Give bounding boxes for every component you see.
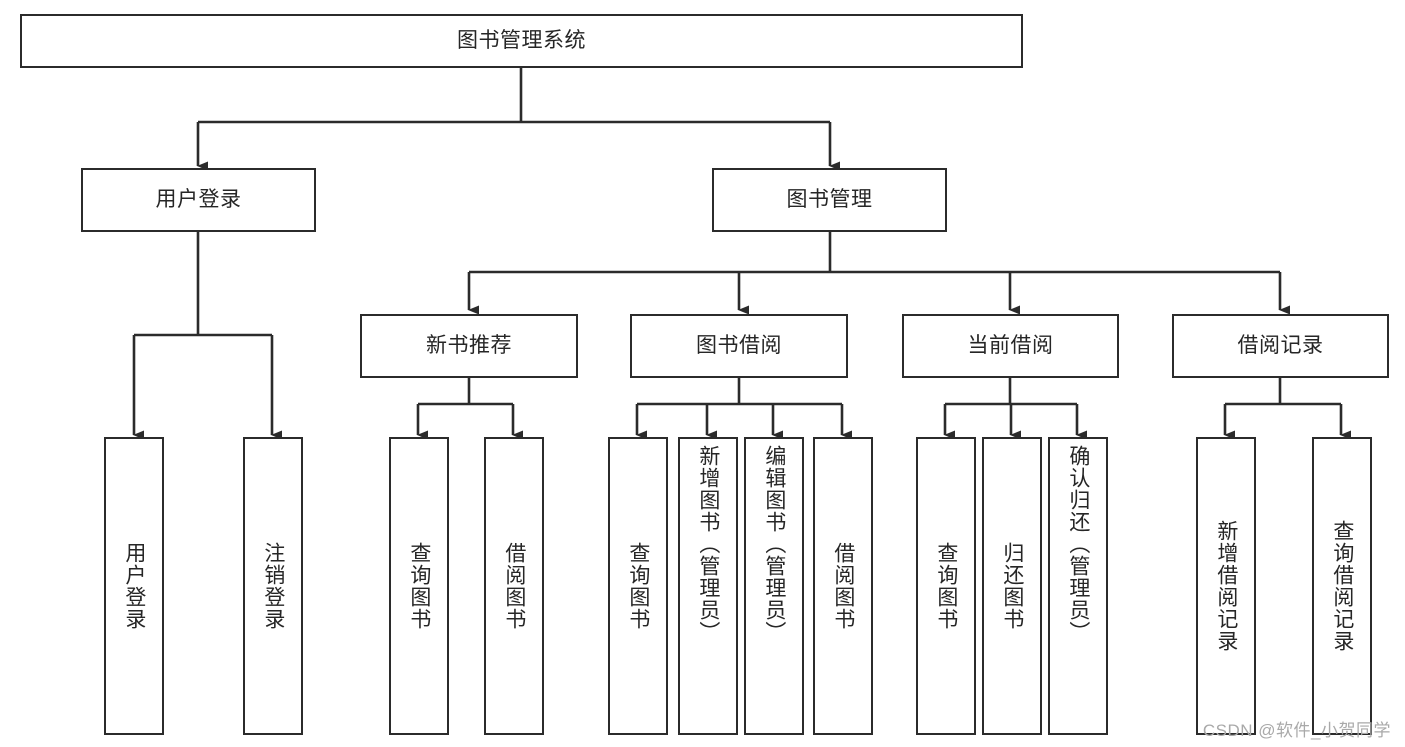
node-label: 新增借阅记录 xyxy=(1214,520,1238,652)
node-label: 图书借阅 xyxy=(696,334,782,358)
node-label: 借阅图书 xyxy=(831,542,855,630)
node-label: 图书管理系统 xyxy=(457,29,586,53)
node-current-borrow[interactable]: 当前借阅 xyxy=(902,314,1119,378)
node-leaf-add-borrow-record[interactable]: 新增借阅记录 xyxy=(1196,437,1256,735)
node-label: 注销登录 xyxy=(261,542,285,630)
node-book-management[interactable]: 图书管理 xyxy=(712,168,947,232)
node-label: 新增图书（管理员） xyxy=(696,445,720,643)
node-book-borrow[interactable]: 图书借阅 xyxy=(630,314,848,378)
node-label: 用户登录 xyxy=(155,188,242,212)
node-label: 当前借阅 xyxy=(967,334,1054,358)
node-label: 确认归还（管理员） xyxy=(1066,445,1090,643)
node-label: 借阅记录 xyxy=(1237,334,1324,358)
node-leaf-return-book[interactable]: 归还图书 xyxy=(982,437,1042,735)
node-label: 图书管理 xyxy=(786,188,873,212)
node-label: 查询借阅记录 xyxy=(1330,520,1354,652)
node-label: 借阅图书 xyxy=(502,542,526,630)
node-leaf-logout-login[interactable]: 注销登录 xyxy=(243,437,303,735)
node-label: 归还图书 xyxy=(1000,542,1024,630)
node-leaf-user-login[interactable]: 用户登录 xyxy=(104,437,164,735)
node-leaf-edit-book[interactable]: 编辑图书（管理员） xyxy=(744,437,804,735)
node-new-book-recommend[interactable]: 新书推荐 xyxy=(360,314,578,378)
node-leaf-query-borrow-record[interactable]: 查询借阅记录 xyxy=(1312,437,1372,735)
node-user-login[interactable]: 用户登录 xyxy=(81,168,316,232)
node-leaf-confirm-return[interactable]: 确认归还（管理员） xyxy=(1048,437,1108,735)
node-borrow-record[interactable]: 借阅记录 xyxy=(1172,314,1389,378)
node-book-management-system[interactable]: 图书管理系统 xyxy=(20,14,1023,68)
node-leaf-query-book-2[interactable]: 查询图书 xyxy=(608,437,668,735)
node-leaf-query-book-3[interactable]: 查询图书 xyxy=(916,437,976,735)
node-label: 新书推荐 xyxy=(426,334,512,358)
node-leaf-query-book-1[interactable]: 查询图书 xyxy=(389,437,449,735)
node-leaf-borrow-book-2[interactable]: 借阅图书 xyxy=(813,437,873,735)
node-label: 查询图书 xyxy=(934,542,958,630)
node-leaf-add-book[interactable]: 新增图书（管理员） xyxy=(678,437,738,735)
node-label: 查询图书 xyxy=(407,542,431,630)
node-label: 查询图书 xyxy=(626,542,650,630)
node-label: 编辑图书（管理员） xyxy=(762,445,786,643)
node-leaf-borrow-book-1[interactable]: 借阅图书 xyxy=(484,437,544,735)
node-label: 用户登录 xyxy=(122,542,146,630)
